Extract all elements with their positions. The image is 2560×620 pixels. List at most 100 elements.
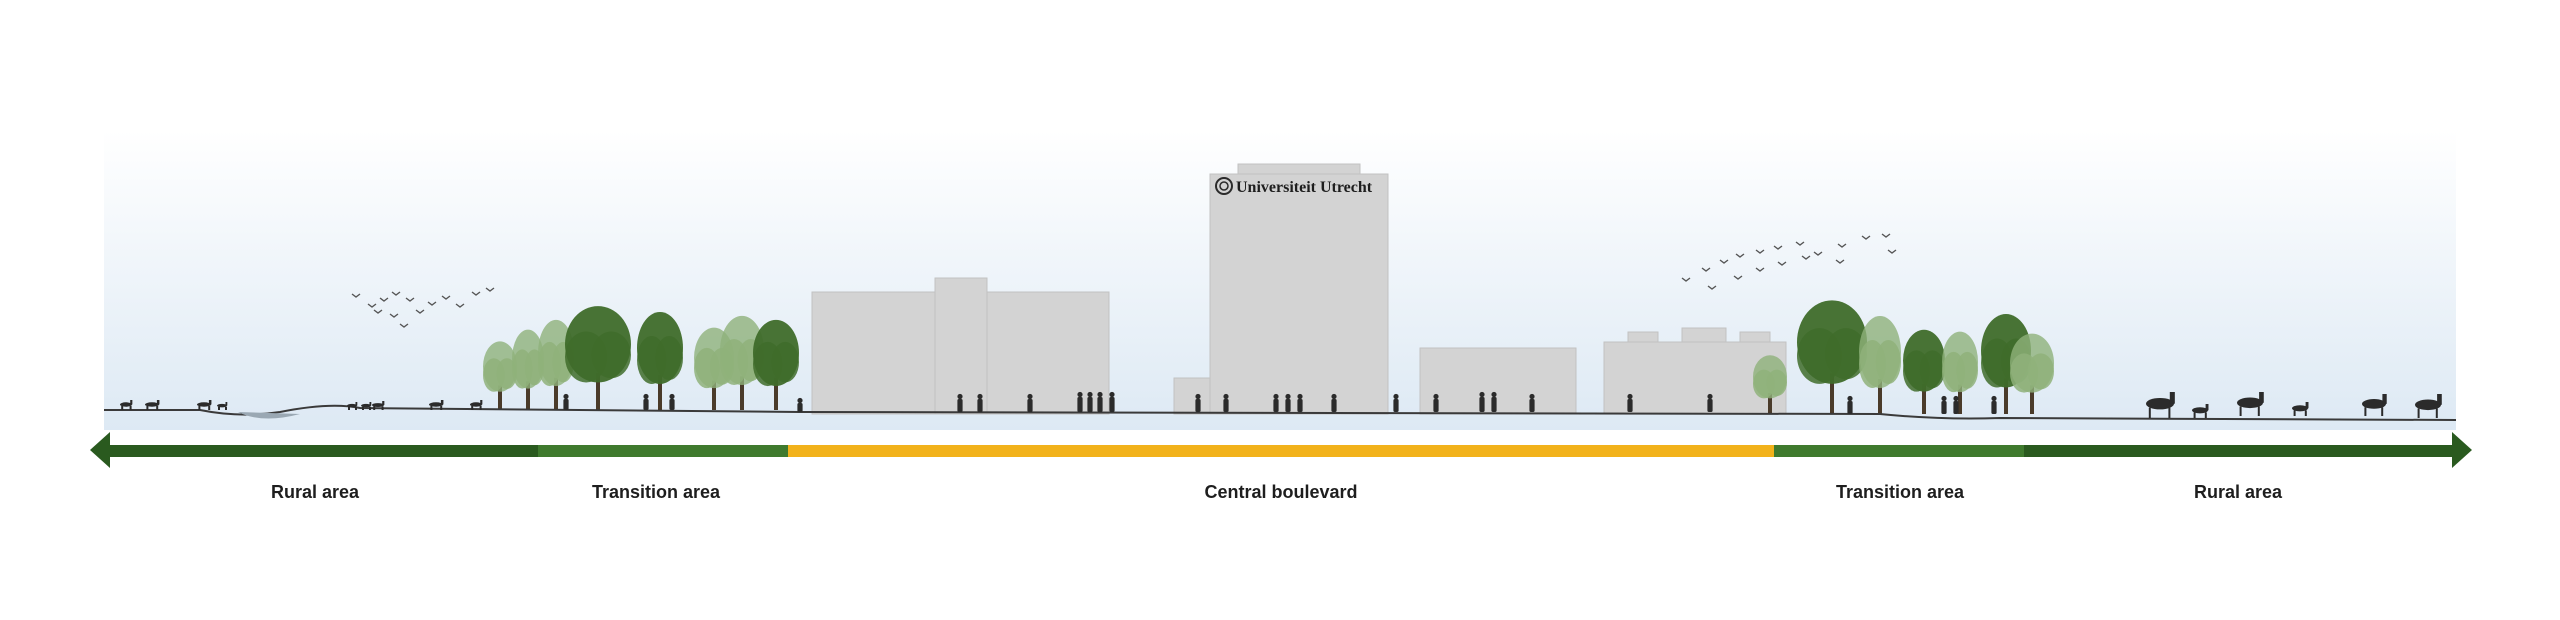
zone-label-transition-left: Transition area (591, 482, 721, 502)
animal-icon (2292, 402, 2309, 416)
animal-icon (217, 402, 228, 410)
bird-icon (399, 323, 409, 328)
bird-icon (441, 295, 451, 300)
university-logo: Universiteit Utrecht (1215, 177, 1373, 196)
bird-icon (1701, 267, 1711, 272)
bird-icon (389, 313, 399, 318)
person-icon (1847, 395, 1853, 414)
zone-bar (90, 432, 2472, 468)
bird-icon (351, 293, 361, 298)
tree-icon (1859, 316, 1901, 414)
person-icon (643, 393, 649, 410)
zone-segment-central (788, 445, 1774, 457)
zone-segment-rural-right (2024, 445, 2454, 457)
animal-icon (361, 402, 372, 410)
animal-icon (2146, 392, 2175, 418)
bird-icon (1801, 255, 1811, 260)
bird-icon (379, 297, 389, 302)
bird-icon (1733, 275, 1743, 280)
person-icon (977, 393, 983, 412)
person-icon (1433, 393, 1439, 412)
bird-icon (415, 309, 425, 314)
person-icon (563, 393, 569, 410)
trees-left (483, 306, 799, 410)
building-left-2 (934, 277, 988, 415)
animal-icon (429, 400, 444, 410)
bird-icon (1861, 235, 1871, 240)
person-icon (1109, 391, 1115, 412)
hall-roof-light-1 (1627, 331, 1659, 343)
zone-label-rural-left: Rural area (270, 482, 360, 502)
person-icon (797, 397, 803, 412)
tree-icon (483, 341, 517, 410)
bird-icon (1777, 261, 1787, 266)
animal-icon (120, 400, 133, 410)
person-icon (1991, 395, 1997, 414)
person-icon (1077, 391, 1083, 412)
zone-label-transition-right: Transition area (1835, 482, 1965, 502)
bird-icon (1773, 245, 1783, 250)
person-icon (1027, 393, 1033, 412)
person-icon (1393, 393, 1399, 412)
tree-icon (1797, 300, 1867, 414)
animal-icon (2415, 394, 2442, 418)
bird-icon (471, 291, 481, 296)
animal-icon (347, 402, 358, 410)
bird-icon (455, 303, 465, 308)
university-seal-inner-icon (1219, 181, 1229, 191)
bird-icon (367, 303, 377, 308)
bird-icon (1755, 249, 1765, 254)
hall-roof-light-2 (1681, 327, 1727, 343)
person-icon (1097, 391, 1103, 412)
bird-icon (391, 291, 401, 296)
person-icon (1297, 393, 1303, 412)
person-icon (1195, 393, 1201, 412)
bird-icon (1813, 251, 1823, 256)
bird-icon (1881, 233, 1891, 238)
animal-icon (470, 400, 483, 410)
person-icon (1273, 393, 1279, 412)
tree-icon (538, 319, 574, 410)
person-icon (1529, 393, 1535, 412)
zone-segment-transition-right (1774, 445, 2024, 457)
animal-icon (197, 400, 212, 410)
zone-segment-rural-left (108, 445, 538, 457)
person-icon (957, 393, 963, 412)
zone-arrow-left-icon (90, 432, 110, 468)
bird-icon (1887, 249, 1897, 254)
person-icon (1627, 393, 1633, 412)
tree-icon (2010, 333, 2054, 414)
bird-icon (485, 287, 495, 292)
tree-icon (637, 312, 683, 410)
university-tower (1209, 173, 1389, 415)
building-left-1 (811, 291, 937, 415)
zone-segment-transition-left (538, 445, 788, 457)
trees-right (1753, 300, 2054, 414)
tree-icon (1903, 329, 1945, 414)
person-icon (1491, 391, 1497, 412)
birds-right (1681, 233, 1897, 290)
bird-icon (373, 309, 383, 314)
animal-icon (372, 401, 385, 410)
tree-icon (1753, 355, 1788, 414)
hall-roof-light-3 (1739, 331, 1771, 343)
bird-icon (1719, 259, 1729, 264)
bird-icon (405, 297, 415, 302)
birds-left (351, 287, 495, 328)
bird-icon (1837, 243, 1847, 248)
pond (238, 412, 300, 419)
bird-icon (1795, 241, 1805, 246)
person-icon (1953, 395, 1959, 414)
bird-icon (1681, 277, 1691, 282)
person-icon (669, 393, 675, 410)
person-icon (1707, 393, 1713, 412)
silhouettes (120, 391, 2442, 418)
bird-icon (1735, 253, 1745, 258)
bird-icon (427, 301, 437, 306)
university-logo-text: Universiteit Utrecht (1236, 179, 1373, 196)
zone-label-rural-right: Rural area (2193, 482, 2283, 502)
tree-icon (1942, 331, 1978, 414)
bird-icon (1835, 259, 1845, 264)
zone-label-central: Central boulevard (1204, 482, 1358, 502)
